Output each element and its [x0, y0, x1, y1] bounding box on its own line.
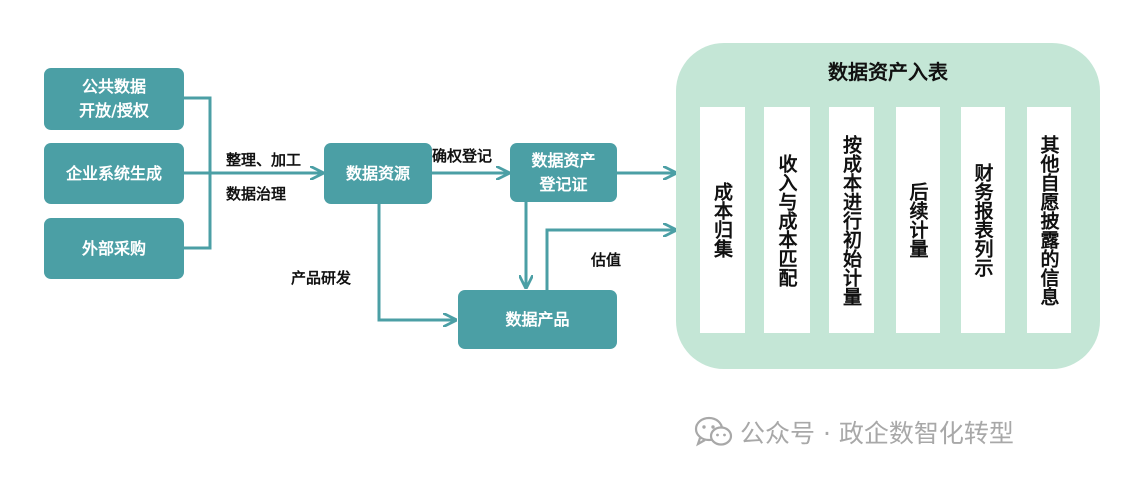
source-enterprise-system: 企业系统生成 [44, 143, 184, 204]
label-valuation: 估值 [591, 251, 622, 269]
step-label: 收入与成本匹配 [775, 153, 798, 287]
arrow-product-dev [377, 203, 454, 320]
step-label: 后续计量 [906, 182, 929, 258]
step-label: 成本归集 [711, 182, 733, 258]
watermark: 公众号 · 政企数智化转型 [694, 414, 1014, 450]
step-label: 财务报表列示 [971, 163, 994, 277]
step-label: 其他自愿披露的信息 [1037, 134, 1060, 306]
source-external-purchase: 外部采购 [44, 218, 184, 279]
data-resource-box: 数据资源 [324, 143, 432, 204]
label-product-development: 产品研发 [291, 269, 352, 287]
step-label: 按成本进行初始计量 [840, 134, 862, 306]
arrow-valuation [545, 230, 674, 290]
source-public-data: 公共数据 开放/授权 [44, 68, 184, 130]
asset-certificate-box: 数据资产 登记证 [510, 143, 617, 202]
step-cost-collection: 成本归集 [700, 107, 745, 333]
step-subsequent-measurement: 后续计量 [896, 107, 940, 333]
wechat-icon [694, 416, 733, 447]
label-organize-process: 整理、加工 [226, 151, 302, 169]
watermark-text: 公众号 · 政企数智化转型 [740, 419, 1014, 448]
panel-title: 数据资产入表 [828, 60, 948, 84]
step-voluntary-disclosure: 其他自愿披露的信息 [1027, 107, 1071, 333]
label-data-governance: 数据治理 [226, 185, 287, 203]
step-initial-measurement: 按成本进行初始计量 [829, 107, 874, 333]
data-product-box: 数据产品 [458, 290, 617, 349]
step-financial-statement: 财务报表列示 [961, 107, 1005, 333]
step-revenue-cost-matching: 收入与成本匹配 [764, 107, 810, 333]
label-rights-registration: 确权登记 [432, 147, 493, 165]
